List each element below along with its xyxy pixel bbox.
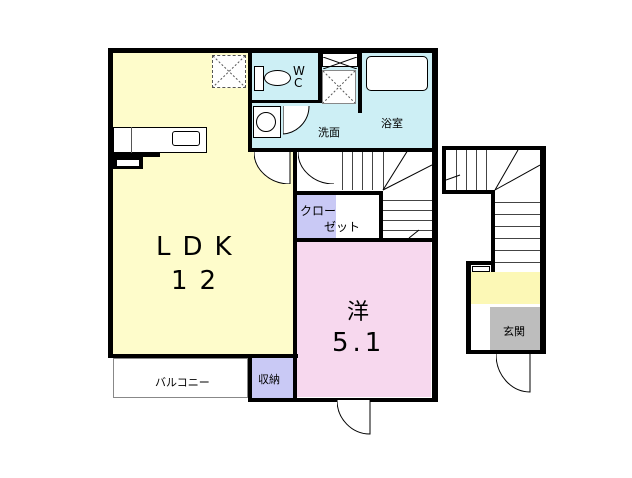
kitchen-sink bbox=[172, 131, 200, 146]
room-balcony bbox=[113, 358, 248, 398]
stairs-entrance bbox=[446, 150, 540, 190]
room-western bbox=[297, 242, 431, 397]
door-entrance bbox=[496, 354, 531, 393]
room-label-closet-2: ゼット bbox=[324, 220, 361, 234]
room-label-entrance: 玄関 bbox=[503, 325, 525, 338]
room-entrance bbox=[490, 307, 540, 350]
pipe-shaft-icon bbox=[322, 70, 356, 104]
door-western-exterior bbox=[337, 400, 371, 435]
ventilation-icon bbox=[472, 266, 490, 272]
room-hall bbox=[471, 272, 540, 304]
room-label-wc-1: W bbox=[293, 64, 305, 78]
room-label-western: 洋 bbox=[347, 300, 370, 325]
room-label-wc-2: C bbox=[294, 76, 303, 90]
toilet-bowl-icon bbox=[264, 70, 291, 86]
room-label-ldk: LDK bbox=[156, 232, 244, 262]
room-label-washroom: 洗面 bbox=[318, 126, 340, 139]
door-toilet bbox=[283, 106, 310, 135]
room-size-ldk: 12 bbox=[171, 266, 229, 296]
room-size-western: 5.1 bbox=[332, 328, 386, 358]
room-ldk-extension bbox=[248, 150, 295, 355]
door-ldk bbox=[254, 152, 291, 184]
pipe-shaft-icon bbox=[212, 55, 246, 88]
room-label-storage: 収納 bbox=[258, 373, 280, 386]
room-label-closet-1: クロー bbox=[300, 204, 337, 218]
room-ldk bbox=[113, 53, 248, 355]
pipe-shaft-icon bbox=[322, 53, 358, 70]
room-storage bbox=[252, 358, 294, 398]
door-washroom bbox=[298, 152, 335, 184]
room-label-balcony: バルコニー bbox=[155, 376, 210, 389]
room-label-bathroom: 浴室 bbox=[381, 117, 403, 130]
toilet-icon bbox=[254, 66, 264, 91]
bathtub-icon bbox=[366, 56, 428, 91]
ventilation-icon bbox=[117, 160, 139, 166]
